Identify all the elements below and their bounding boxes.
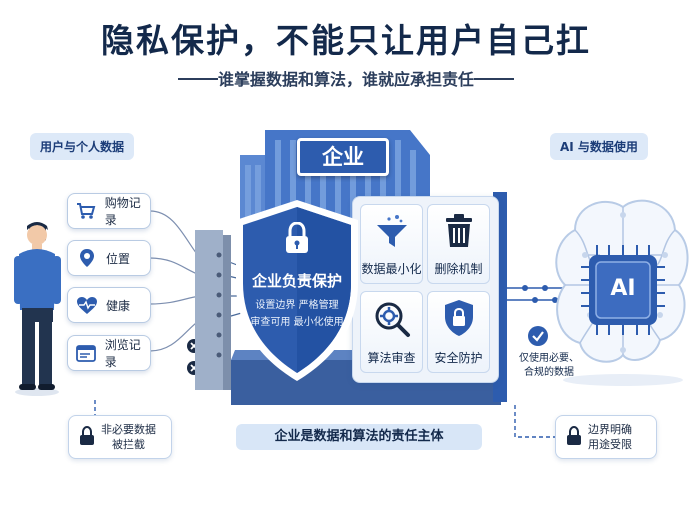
tile-label: 数据最小化 [361,262,422,276]
shopping-cart-icon [76,200,97,222]
tile-deletion: 删除机制 [427,204,490,284]
padlock-icon [286,222,308,253]
left-panel-label: 用户与个人数据 [30,133,135,160]
location-pin-icon [76,247,98,269]
ai-chip-label: AI [610,276,636,301]
enterprise-sign: 企业 [297,138,389,176]
boundary-note: 边界明确 用途受限 [555,415,657,459]
subtitle-left-rule [178,78,218,80]
data-card-shopping: 购物记录 [67,193,151,229]
enterprise-shield [236,200,358,381]
data-card-health: 健康 [67,287,151,323]
user-figure [14,222,61,396]
tile-security: 安全防护 [427,291,490,373]
trash-icon [446,214,472,247]
tile-algorithm-review: 算法审查 [360,291,423,373]
check-note: 仅使用必要、 合规的数据 [519,353,579,378]
ai-panel-label: AI 与数据使用 [550,133,648,160]
tile-label: 安全防护 [434,351,483,365]
funnel-icon [377,215,407,247]
data-card-label: 健康 [106,298,131,313]
blocked-data-note: 非必要数据 被拦截 [68,415,172,459]
data-card-label: 浏览记录 [104,338,141,369]
page-title: 隐私保护，不能只让用户自己扛 [101,21,591,60]
responsibility-banner: 企业是数据和算法的责任主体 [236,424,482,450]
ai-brain-circuit [555,199,689,386]
data-card-label: 位置 [106,251,131,266]
data-card-label: 购物记录 [104,196,141,227]
data-card-browsing: 浏览记录 [67,335,151,371]
data-card-location: 位置 [67,240,151,276]
tile-label: 删除机制 [434,262,483,276]
check-circle-icon [528,326,548,346]
magnifier-gear-icon [375,302,410,337]
lock-icon [79,425,95,449]
shield-line: 设置边界 严格管理 [255,300,339,311]
tile-label: 算法审查 [367,351,416,365]
shield-line: 审查可用 最小化使用 [250,317,344,328]
boundary-note-text: 边界明确 用途受限 [588,423,632,451]
tile-data-minimization: 数据最小化 [360,204,423,284]
browser-window-icon [76,342,97,364]
lock-icon [566,425,582,449]
shield-title: 企业负责保护 [251,272,342,290]
shield-lock-icon [445,300,473,336]
blocked-note-text: 非必要数据 被拦截 [101,423,156,451]
subtitle-right-rule [474,78,514,80]
heart-pulse-icon [76,294,98,316]
page-subtitle: 谁掌握数据和算法，谁就应承担责任 [217,70,474,89]
